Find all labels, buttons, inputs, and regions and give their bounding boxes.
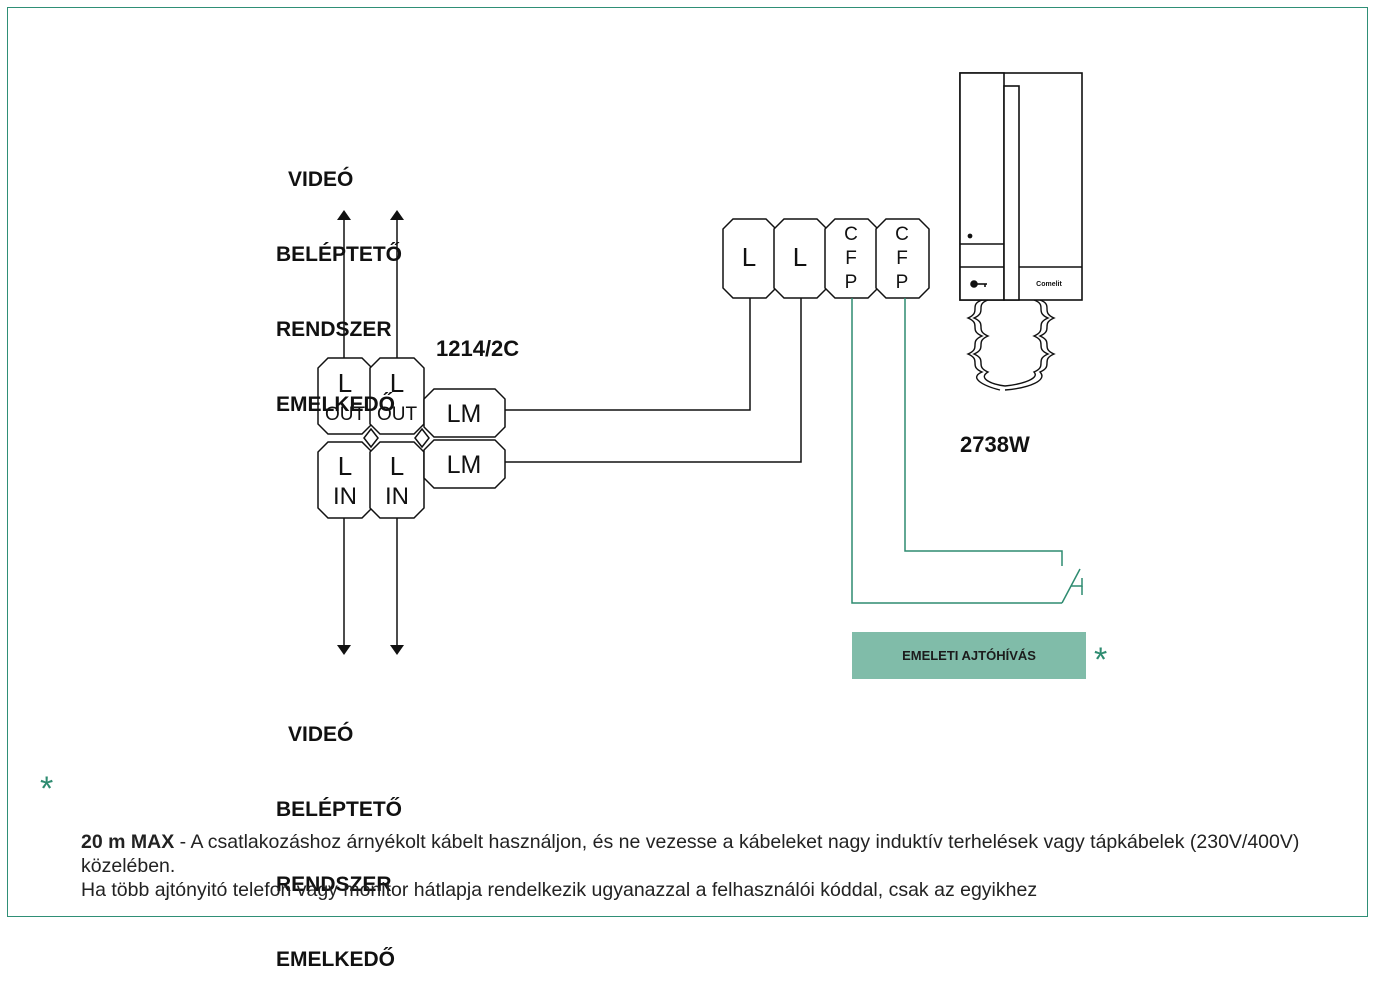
terminal-l-2: [773, 218, 828, 299]
svg-text:L: L: [793, 242, 807, 272]
handset-2738w-icon: Comelit: [959, 72, 1083, 301]
svg-text:LM: LM: [447, 451, 482, 479]
handset-cord-icon: [966, 299, 1056, 391]
svg-text:F: F: [896, 248, 908, 269]
asterisk-icon: *: [1094, 641, 1108, 679]
terminal-l-out-1: [317, 357, 373, 435]
svg-text:C: C: [844, 224, 858, 245]
module-1214-2c: [317, 357, 506, 519]
svg-text:L: L: [338, 368, 352, 398]
terminal-l-in-2: [369, 441, 425, 519]
terminal-lm-1: [423, 388, 506, 438]
module-code-label: 1214/2C: [436, 336, 520, 361]
terminal-l-in-1: [317, 441, 373, 519]
module-terminal-text: L OUT L OUT L IN L IN LM LM: [325, 368, 481, 510]
svg-text:P: P: [896, 272, 909, 293]
note-bold: 20 m MAX: [81, 831, 175, 853]
terminal-lm-2: [423, 439, 506, 489]
svg-text:P: P: [845, 272, 858, 293]
riser-wires: [337, 210, 404, 655]
svg-text:OUT: OUT: [377, 404, 418, 425]
terminal-cfp-2: [875, 218, 930, 299]
lm-wires: [505, 298, 802, 463]
note-line-1: - A csatlakozáshoz árnyékolt kábelt hasz…: [81, 831, 1300, 877]
svg-text:F: F: [845, 248, 857, 269]
svg-text:L: L: [390, 451, 404, 481]
floor-call-box: EMELETI AJTÓHÍVÁS: [852, 632, 1086, 679]
svg-text:OUT: OUT: [325, 404, 366, 425]
riser-top-label: VIDEÓ BELÉPTETŐ RENDSZER EMELKEDŐ: [276, 168, 403, 416]
svg-text:LM: LM: [447, 400, 482, 428]
note-line-2: Ha több ajtónyitó telefon vagy monitor h…: [81, 879, 1038, 901]
asterisk-icon: *: [40, 770, 54, 808]
terminal-l-out-2: [369, 357, 425, 435]
svg-text:IN: IN: [385, 483, 409, 510]
terminal-cfp-1: [824, 218, 879, 299]
handset-code-label: 2738W: [960, 432, 1030, 457]
floor-call-wires: [851, 298, 1083, 604]
handset-terminal-block: [722, 218, 930, 299]
floor-call-label: EMELETI AJTÓHÍVÁS: [902, 648, 1036, 663]
svg-text:Comelit: Comelit: [1036, 281, 1062, 288]
svg-text:C: C: [895, 224, 909, 245]
svg-text:L: L: [338, 451, 352, 481]
note-text: 20 m MAX - A csatlakozáshoz árnyékolt ká…: [81, 830, 1341, 902]
handset-terminal-text: L L C F P C F P: [742, 224, 909, 293]
svg-text:IN: IN: [333, 483, 357, 510]
svg-text:L: L: [742, 242, 756, 272]
svg-text:L: L: [390, 368, 404, 398]
terminal-l-1: [722, 218, 777, 299]
wiring-diagram: L OUT L OUT L IN L IN LM LM L L C F P C …: [317, 72, 1083, 655]
